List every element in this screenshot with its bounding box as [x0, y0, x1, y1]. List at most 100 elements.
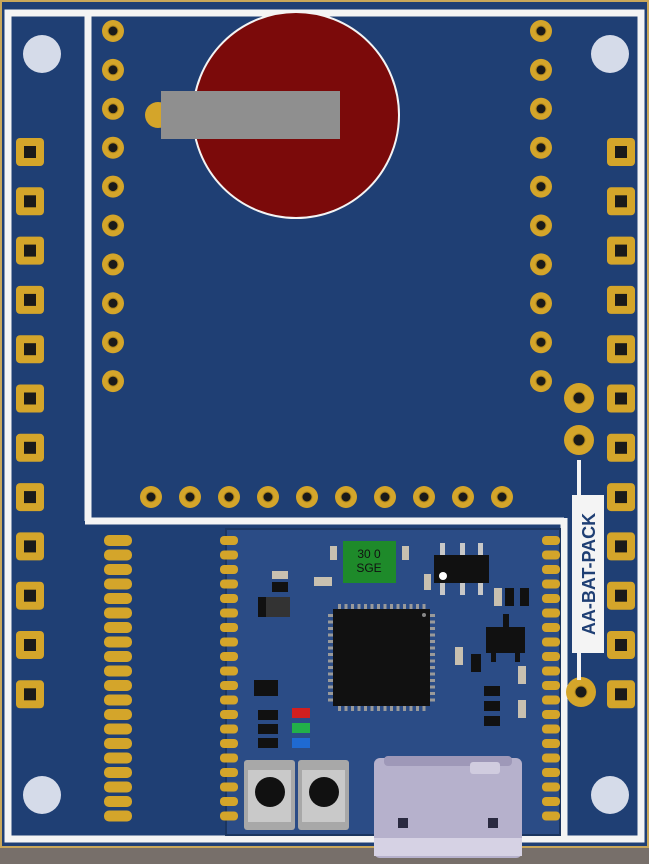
header-pad: [257, 486, 279, 508]
diode-band: [258, 597, 266, 617]
transistor: [486, 627, 525, 653]
header-pad: [296, 486, 318, 508]
castellated-pad: [220, 753, 238, 763]
edge-pad: [607, 236, 635, 265]
reset-button-cap[interactable]: [255, 777, 285, 807]
edge-left-pads: [16, 138, 44, 709]
header-pad: [530, 370, 552, 393]
castellated-pad: [220, 797, 238, 806]
edge-pad: [607, 532, 635, 561]
header-pad: [530, 20, 552, 42]
castellated-pad: [542, 623, 560, 632]
battery-power-pad: [564, 425, 594, 455]
castellated-pad: [542, 637, 560, 647]
usb-latch: [398, 818, 408, 828]
header-pad: [530, 136, 552, 159]
small-ic-pins: [440, 543, 483, 595]
castellated-pad: [542, 594, 560, 603]
edge-pad: [607, 680, 635, 709]
castellated-pad: [104, 578, 132, 590]
led-red: [292, 708, 310, 718]
castellated-pad: [104, 636, 132, 648]
transistor-tab: [503, 614, 509, 627]
castellated-pad: [542, 739, 560, 748]
reset-button[interactable]: [244, 760, 295, 830]
castellated-pad: [220, 681, 238, 690]
header-pad: [374, 486, 396, 508]
header-pad: [491, 486, 513, 508]
castellated-pad: [542, 768, 560, 777]
capacitor: [402, 546, 409, 560]
castellated-pad: [220, 666, 238, 676]
castellated-pad: [104, 622, 132, 633]
castellated-pad: [542, 565, 560, 574]
edge-pad: [16, 680, 44, 709]
header-pad: [335, 486, 357, 508]
castellated-pad: [220, 536, 238, 545]
header-bottom-pads: [140, 486, 513, 508]
edge-pad: [607, 384, 635, 413]
edge-pad: [607, 483, 635, 512]
header-pad: [530, 253, 552, 276]
edge-pad: [607, 187, 635, 216]
silkscreen-outline: [4, 9, 645, 843]
header-pad: [102, 97, 124, 120]
castellated-pad: [542, 753, 560, 763]
castellated-pad: [542, 681, 560, 690]
power-pads: [564, 383, 596, 707]
main-ic: [333, 609, 430, 706]
header-pad: [102, 370, 124, 393]
castellated-pad: [104, 723, 132, 735]
castellated-pad: [220, 782, 238, 792]
castellated-pad: [542, 811, 560, 821]
header-pad: [102, 175, 124, 198]
castellated-pad: [104, 680, 132, 691]
header-pad: [102, 58, 124, 81]
castellated-pad: [220, 550, 238, 560]
castellated-pad: [104, 564, 132, 575]
castellated-pad: [104, 593, 132, 604]
castellated-pad: [104, 796, 132, 807]
battery-label-box: [572, 495, 604, 653]
header-pad: [102, 20, 124, 42]
inductor: [343, 541, 396, 583]
castellated-pad: [542, 710, 560, 719]
boot-button[interactable]: [298, 760, 349, 830]
mcu-module: 30 0 SGE: [104, 528, 561, 858]
edge-pad: [607, 581, 635, 610]
mounting-holes: [23, 35, 629, 814]
castellated-pad: [220, 739, 238, 748]
castellated-pad: [542, 666, 560, 676]
inductor-marking-2: SGE: [356, 561, 381, 575]
edge-pad: [607, 631, 635, 659]
edge-pad: [16, 236, 44, 265]
edge-pad: [607, 335, 635, 364]
boot-button-cap[interactable]: [309, 777, 339, 807]
castellated-pad: [220, 637, 238, 647]
castellated-pad: [220, 811, 238, 821]
mounting-hole: [23, 35, 61, 73]
edge-pad: [16, 384, 44, 413]
battery-tab: [161, 91, 340, 139]
header-pad: [530, 292, 552, 315]
mounting-hole: [591, 776, 629, 814]
battery-power-pad: [564, 383, 594, 413]
header-pad: [102, 214, 124, 237]
inductor-marking-1: 30 0: [357, 547, 381, 561]
castellated-pad: [220, 623, 238, 632]
castellated-pad: [220, 695, 238, 705]
mounting-hole: [23, 776, 61, 814]
castellated-pads-outer: [104, 535, 132, 822]
castellated-pad: [104, 607, 132, 619]
castellated-pad: [104, 709, 132, 720]
main-ic-pins: [328, 604, 435, 711]
castellated-pad: [542, 608, 560, 618]
edge-pad: [607, 285, 635, 314]
battery-label: AA-BAT-PACK: [572, 460, 604, 680]
usb-c-connector[interactable]: [374, 756, 522, 858]
battery-label-text: AA-BAT-PACK: [579, 513, 599, 635]
usb-latch: [488, 818, 498, 828]
castellated-pad: [104, 549, 132, 561]
castellated-pad: [220, 768, 238, 777]
castellated-pads-left: [220, 536, 238, 821]
